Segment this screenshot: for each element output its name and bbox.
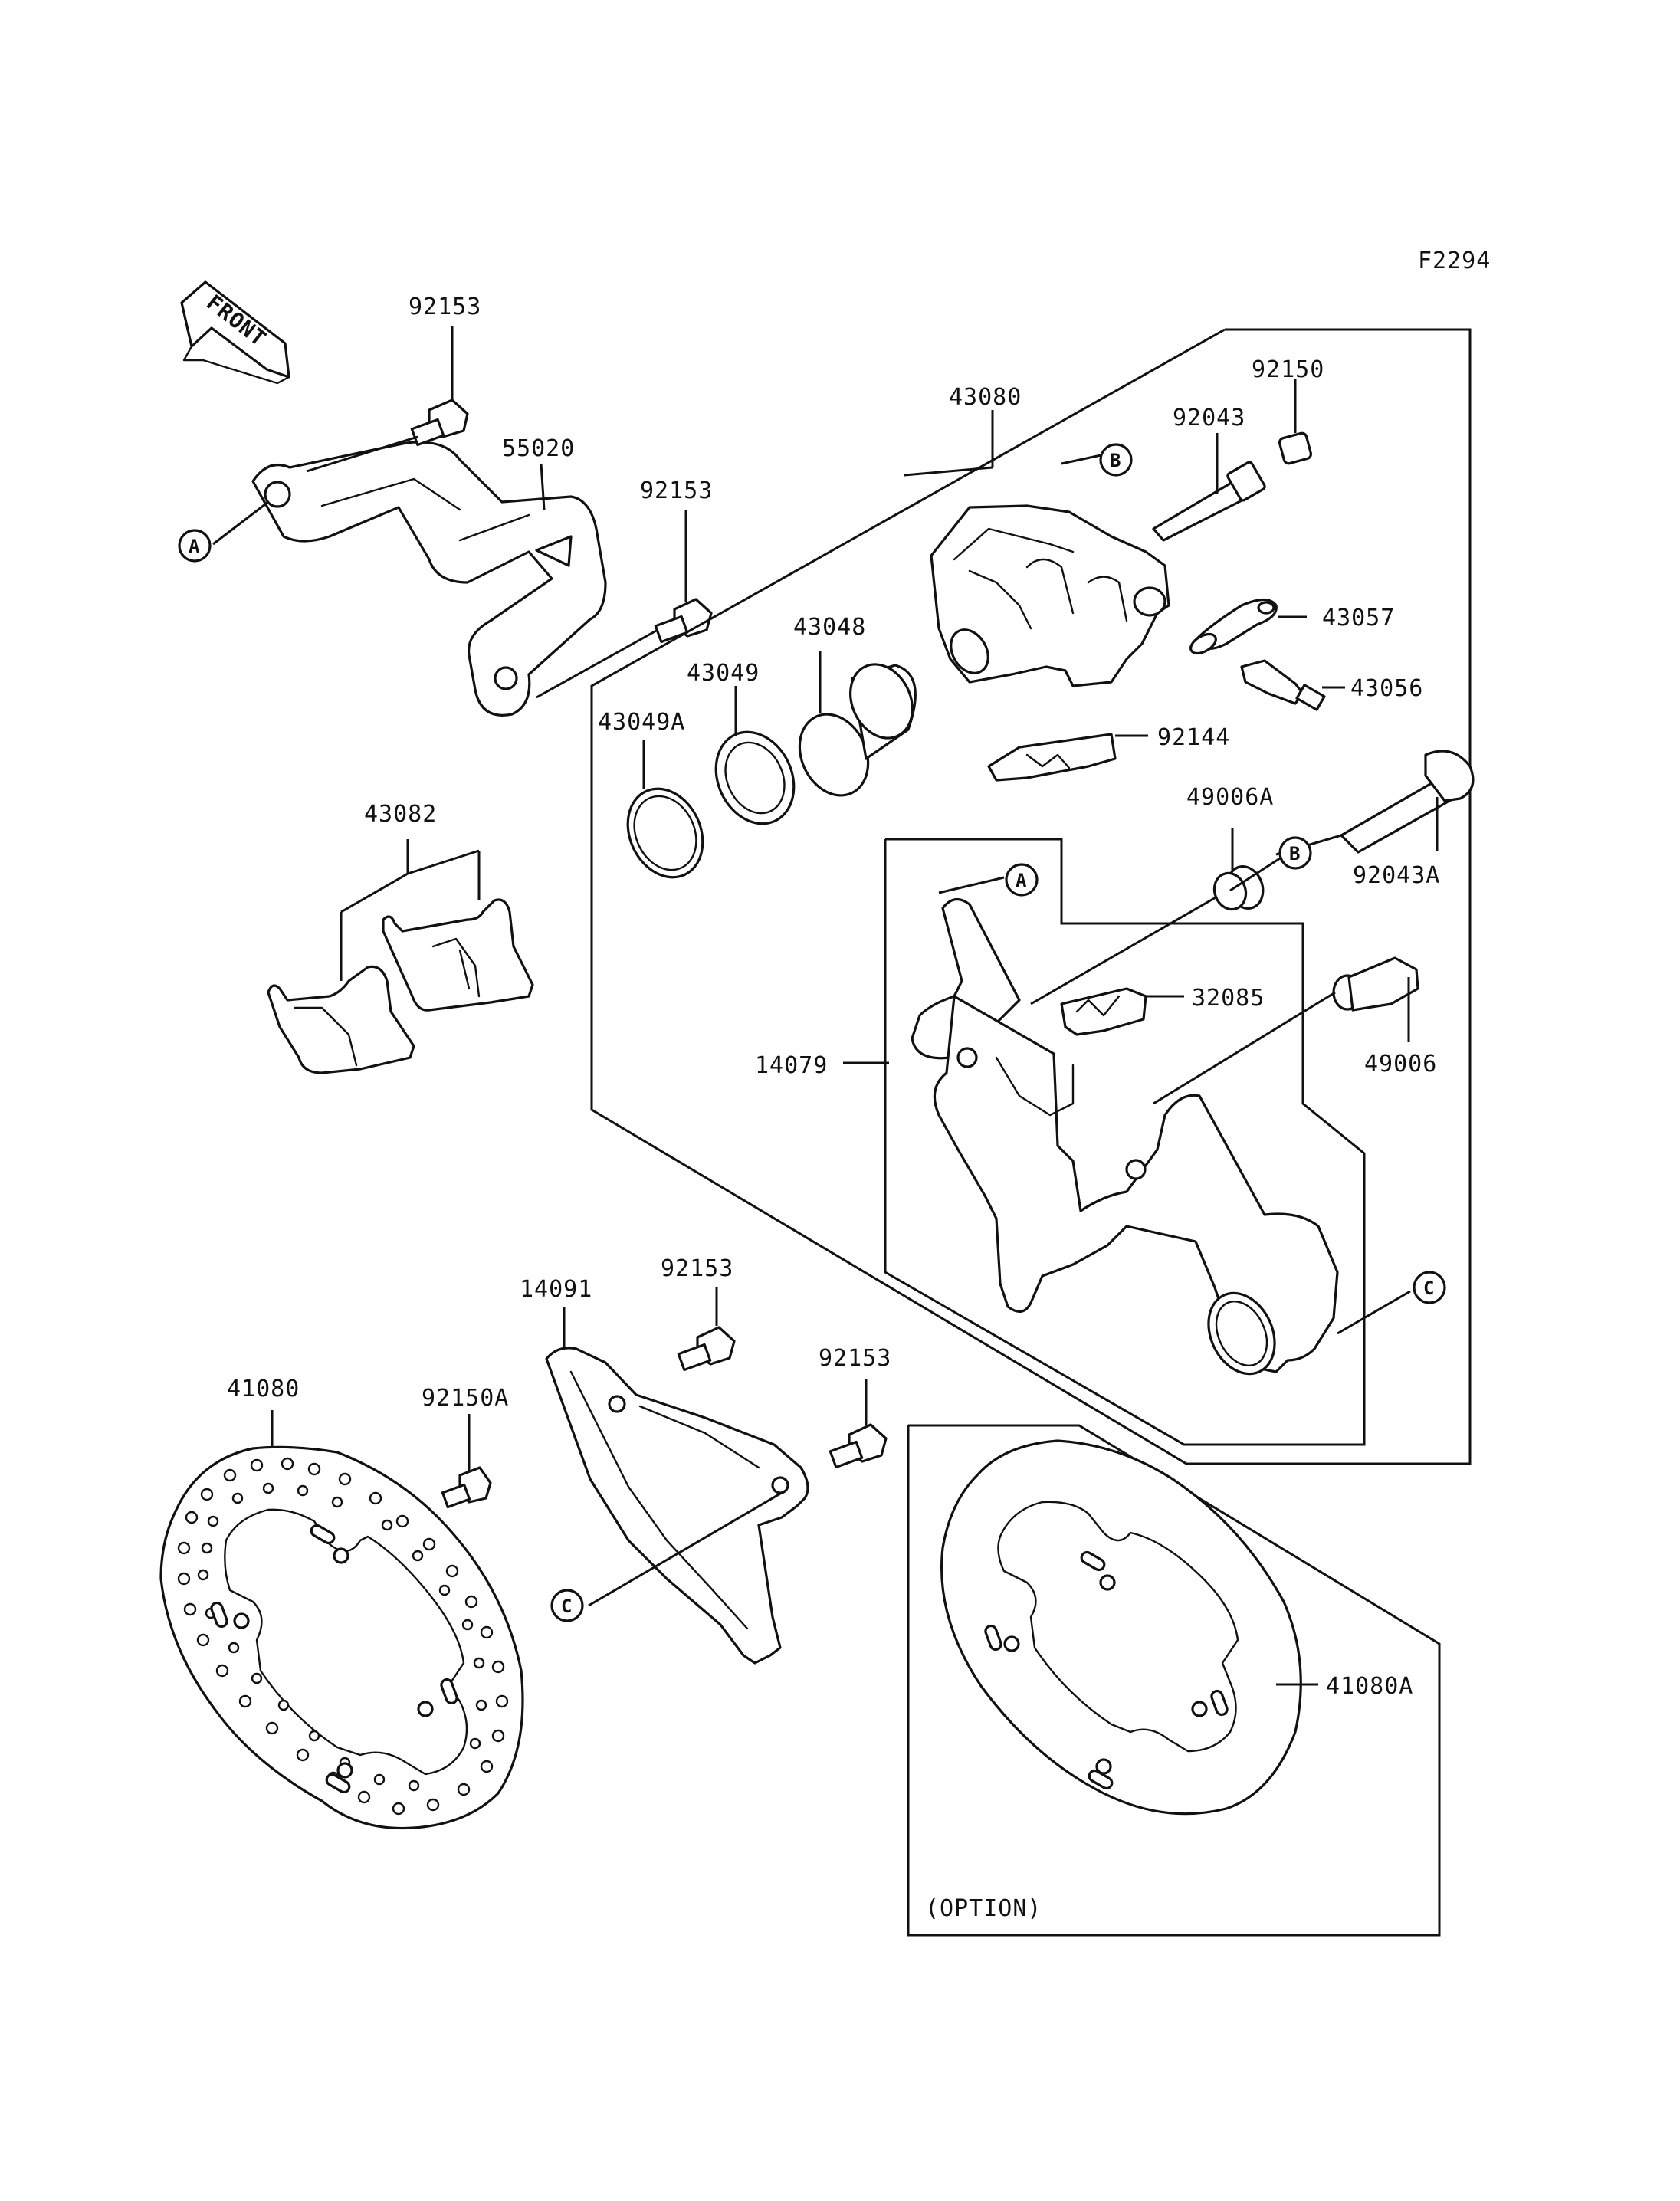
option-frame	[907, 1424, 1441, 1937]
label-92153-top: 92153	[409, 294, 481, 320]
front-arrow: FRONT	[180, 280, 290, 385]
ref-marker-C-guard: C	[550, 1589, 584, 1622]
label-49006A: 49006A	[1186, 784, 1274, 811]
label-32085: 32085	[1192, 985, 1265, 1012]
ref-marker-B-upper: B	[1099, 443, 1133, 477]
pad-spring-32085	[1060, 987, 1147, 1036]
pin-92043	[1152, 461, 1266, 542]
figure-code: F2294	[1418, 248, 1491, 274]
label-92150A: 92150A	[422, 1385, 509, 1412]
caliper-holder-14079	[911, 898, 1339, 1376]
label-41080A: 41080A	[1326, 1673, 1413, 1700]
label-92043A: 92043A	[1353, 862, 1440, 889]
leaders-lower	[271, 839, 1318, 1686]
label-43049A: 43049A	[598, 709, 685, 736]
label-43056: 43056	[1350, 675, 1423, 702]
label-14079: 14079	[755, 1052, 828, 1079]
spring-92144	[987, 733, 1117, 782]
label-92144: 92144	[1157, 724, 1230, 751]
boot-49006A	[1212, 865, 1265, 911]
svg-text:B: B	[1110, 450, 1121, 471]
disc-holes	[177, 1457, 509, 1816]
leaders-upper-left	[212, 326, 687, 699]
ref-marker-A-upper: A	[178, 529, 212, 563]
brake-pads-43082	[267, 898, 534, 1074]
label-92153-bracket: 92153	[640, 477, 713, 504]
label-92043: 92043	[1173, 405, 1245, 431]
bleeder-cap-43057	[1189, 598, 1278, 655]
label-92153-guard-lower: 92153	[819, 1345, 891, 1372]
label-55020: 55020	[502, 435, 575, 462]
caliper-assembly-frame	[590, 328, 1472, 1465]
cap-92150	[1278, 431, 1313, 465]
svg-text:C: C	[1423, 1278, 1434, 1299]
label-92150: 92150	[1252, 356, 1324, 383]
ref-marker-A-holder: A	[1005, 863, 1039, 897]
pin-92043A	[1340, 750, 1475, 854]
label-43057: 43057	[1322, 605, 1395, 631]
label-43082: 43082	[364, 801, 437, 828]
option-label: (OPTION)	[925, 1895, 1042, 1922]
bolt-92153-bracket	[654, 598, 713, 644]
boot-49006	[1332, 956, 1419, 1012]
bolt-92153-guard-lower	[829, 1423, 888, 1469]
label-92153-guard: 92153	[661, 1255, 733, 1282]
caliper-body-43080	[930, 504, 1170, 687]
label-41080: 41080	[227, 1376, 300, 1402]
svg-text:A: A	[189, 536, 200, 557]
label-43080: 43080	[949, 384, 1022, 411]
svg-text:B: B	[1289, 843, 1300, 864]
svg-text:C: C	[561, 1596, 572, 1617]
label-43048: 43048	[793, 614, 866, 641]
disc-guard-14091	[545, 1347, 809, 1665]
brake-disc-41080	[159, 1445, 524, 1830]
label-49006: 49006	[1364, 1051, 1437, 1078]
piston-43048	[798, 663, 917, 797]
ref-marker-C-holder: C	[1413, 1271, 1446, 1304]
bolt-92150A	[441, 1466, 492, 1509]
label-43049: 43049	[687, 660, 760, 687]
bolt-92153-top	[410, 399, 469, 447]
brake-disc-41080A	[940, 1439, 1302, 1816]
ref-marker-B-pin: B	[1278, 836, 1312, 870]
leaders-caliper	[642, 379, 1439, 1335]
bolt-92153-guard	[677, 1326, 736, 1372]
seal-43049	[714, 730, 796, 825]
caliper-bracket-55020	[251, 441, 607, 717]
label-14091: 14091	[520, 1276, 592, 1303]
seal-43049A	[626, 787, 704, 879]
svg-text:A: A	[1016, 870, 1027, 891]
caliper-holder-subframe	[884, 838, 1366, 1446]
bleeder-valve-43056	[1240, 659, 1326, 711]
